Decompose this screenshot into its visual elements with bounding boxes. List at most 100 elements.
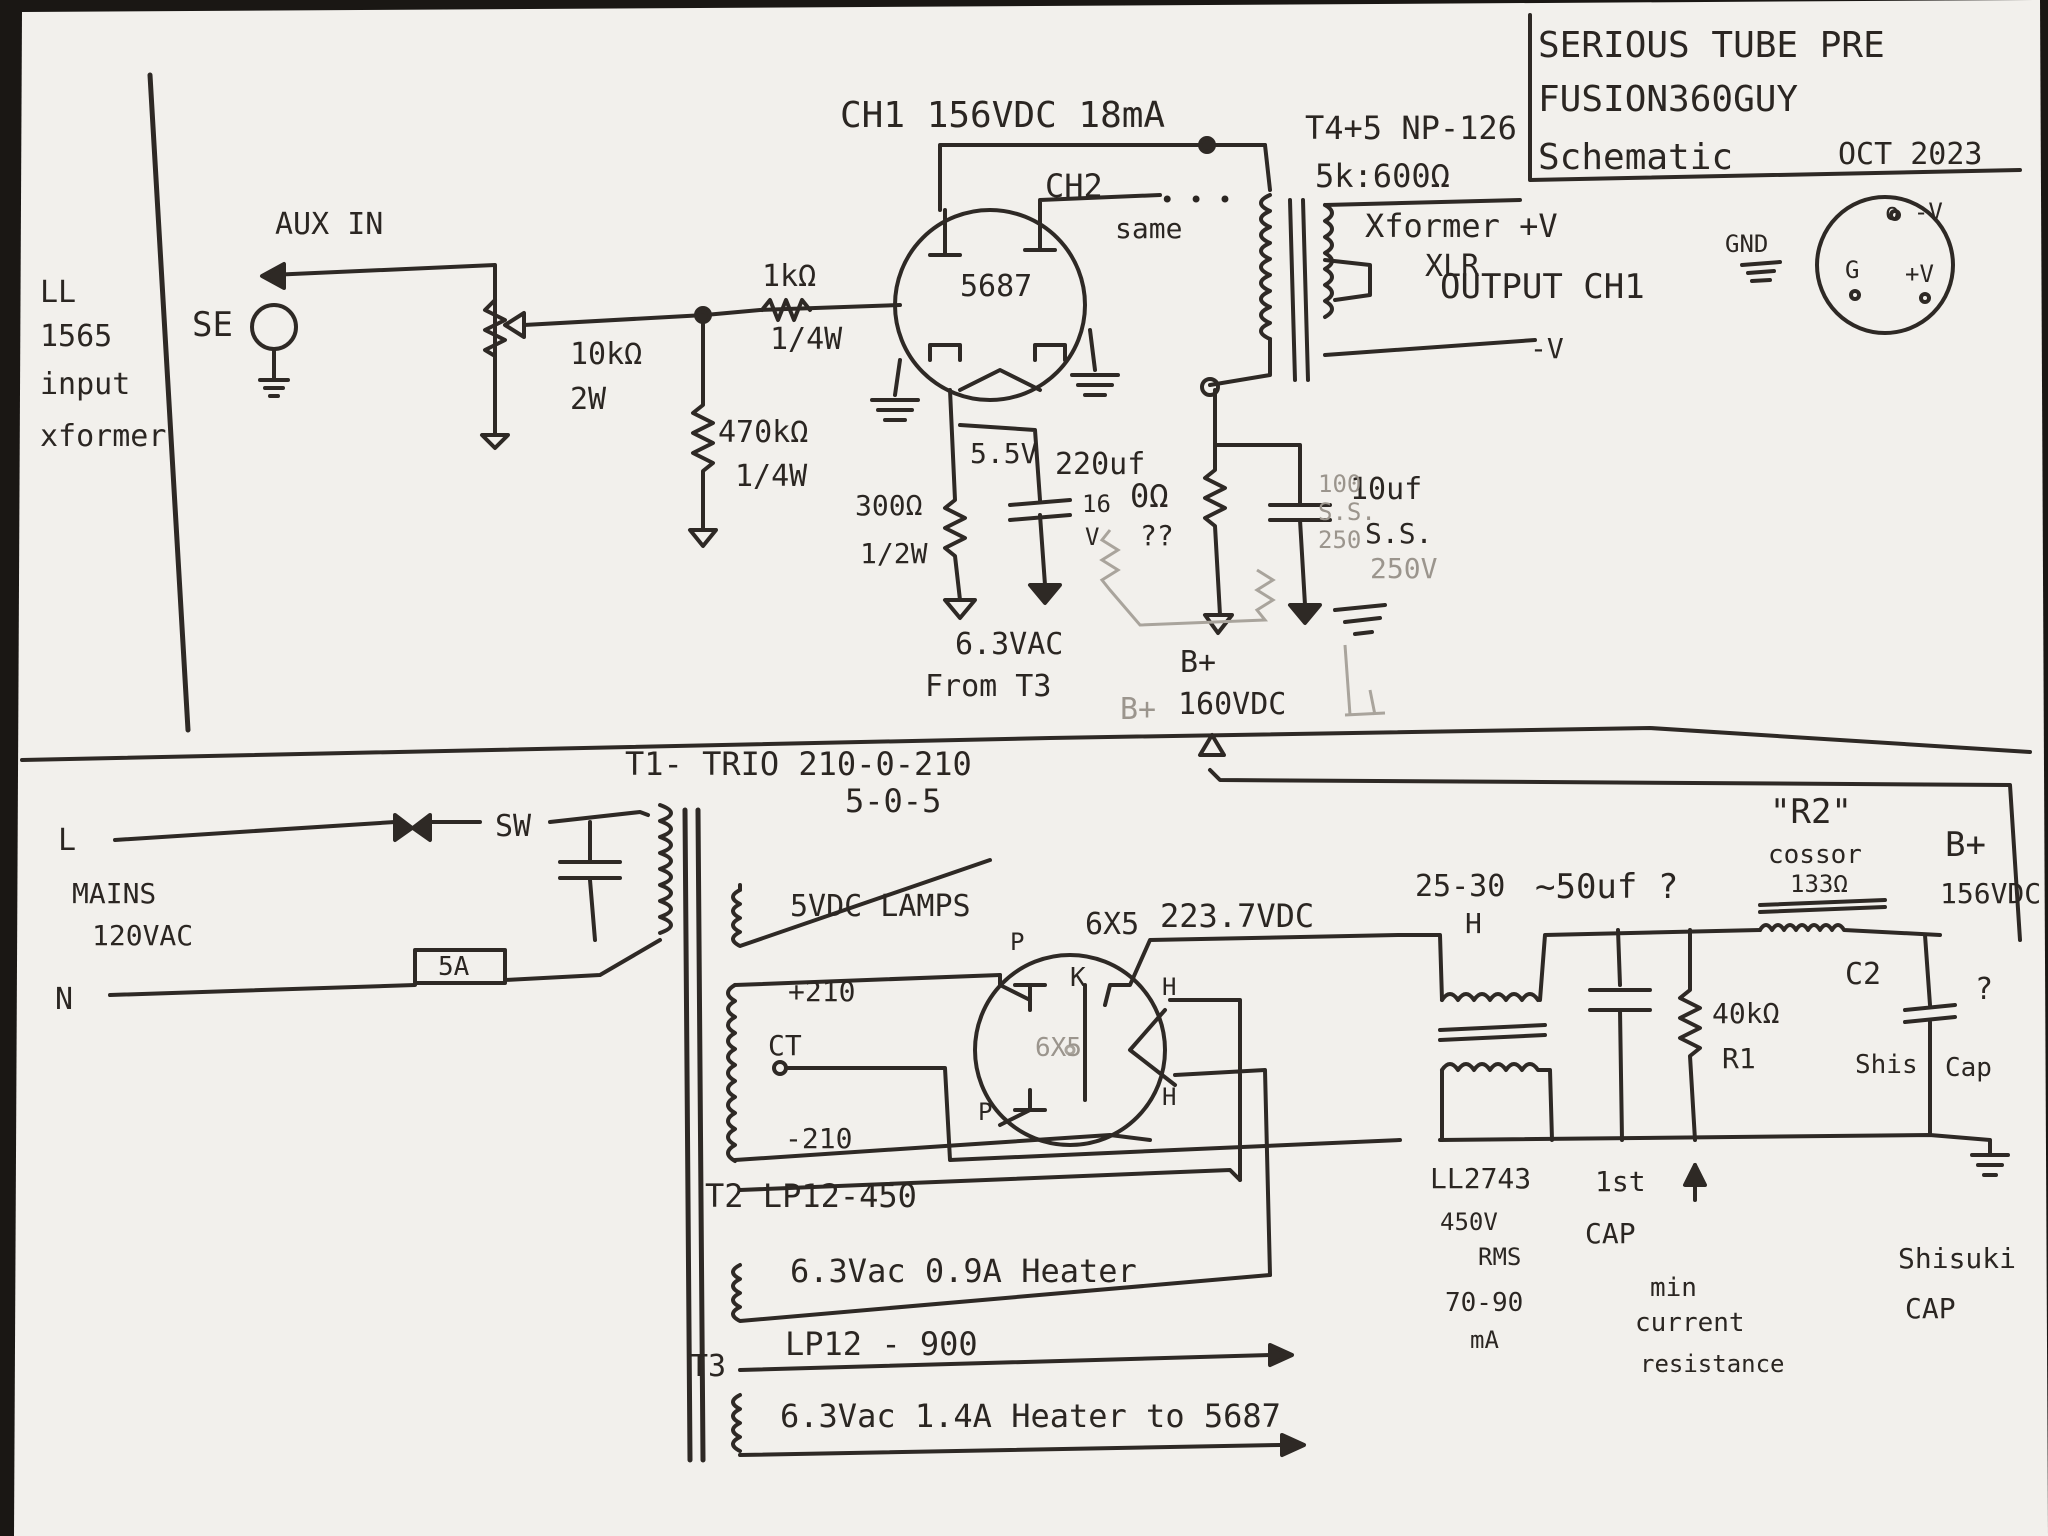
filter-cap-value: ~50uf ? bbox=[1535, 867, 1679, 907]
plate-node bbox=[1198, 136, 1216, 154]
se-jack-ground bbox=[258, 347, 290, 398]
c2-shis: Shis bbox=[1855, 1050, 1918, 1080]
c2-unknown: ? bbox=[1975, 972, 1994, 1007]
choke-h-label: H bbox=[1465, 907, 1482, 940]
input-xformer-line2: 1565 bbox=[40, 319, 113, 354]
c-cathode-voltage: 16 bbox=[1082, 490, 1111, 518]
min-current-line3: resistance bbox=[1640, 1350, 1785, 1378]
min-current-line1: min bbox=[1650, 1273, 1697, 1303]
shisuki-label: Shisuki bbox=[1898, 1242, 2017, 1275]
paper-sheet bbox=[14, 0, 2048, 1536]
ot-primary-coil bbox=[1259, 193, 1272, 341]
c-faint-value: 100 bbox=[1318, 470, 1362, 498]
ch2-wire bbox=[1038, 193, 1162, 212]
choke-core bbox=[1438, 1023, 1547, 1042]
rect-pin-h-lower: H bbox=[1162, 1083, 1177, 1111]
plate-r-ground bbox=[1203, 613, 1234, 635]
switch-symbol bbox=[393, 813, 432, 842]
xlr-label: XLR bbox=[1425, 249, 1480, 284]
ch2-same: same bbox=[1115, 212, 1183, 245]
bplus-return-wire bbox=[1208, 768, 2022, 942]
neutral-label: N bbox=[55, 982, 74, 1017]
tube-plates bbox=[928, 208, 1057, 257]
xlr-pin-right bbox=[1919, 292, 1931, 304]
plate-load-node bbox=[1200, 377, 1220, 397]
lamps-coil bbox=[731, 858, 992, 948]
rect-plate-lower bbox=[998, 1088, 1047, 1127]
ot-secondary-leads bbox=[1323, 198, 1537, 357]
ch1-header: CH1 156VDC 18mA bbox=[840, 95, 1166, 136]
cathode-voltage: 5.5V bbox=[970, 437, 1038, 470]
pot-power: 2W bbox=[570, 382, 607, 417]
r1-label: R1 bbox=[1722, 1042, 1756, 1075]
bplus-out-label: B+ bbox=[1945, 825, 1986, 865]
title-line-1: SERIOUS TUBE PRE bbox=[1538, 25, 1885, 66]
lamps-label: 5VDC LAMPS bbox=[790, 889, 971, 924]
choke-model-4: 70-90 bbox=[1445, 1288, 1524, 1318]
r1-value: 40kΩ bbox=[1712, 997, 1780, 1030]
ot-model: T4+5 NP-126 bbox=[1305, 109, 1517, 147]
pot-value: 10kΩ bbox=[570, 337, 643, 372]
xlr-pin-pos: +V bbox=[1905, 260, 1934, 288]
r2-cossor-coil bbox=[1758, 923, 1942, 937]
choke-coil-top bbox=[1440, 992, 1540, 1002]
first-cap bbox=[1588, 928, 1652, 1142]
c2-cap bbox=[1903, 933, 1957, 1137]
t3-model-label: LP12 - 900 bbox=[785, 1325, 978, 1363]
plus210-label: +210 bbox=[788, 975, 856, 1008]
c-faint-type: S.S. bbox=[1318, 498, 1376, 526]
c-cathode-value: 220uf bbox=[1055, 447, 1146, 482]
tube-heater bbox=[958, 368, 1042, 392]
first-cap-line2: CAP bbox=[1585, 1217, 1636, 1250]
rect-pin-k: K bbox=[1070, 963, 1086, 993]
r-grid-power: 1/4W bbox=[735, 459, 808, 494]
rect-plate-upper bbox=[998, 973, 1047, 1012]
choke-range-label: 25-30 bbox=[1415, 869, 1506, 904]
choke-model-1: LL2743 bbox=[1430, 1162, 1532, 1195]
line-wire bbox=[113, 820, 482, 842]
ch2-dots: • • • bbox=[1160, 186, 1233, 214]
rect-pin-h-upper: H bbox=[1162, 973, 1177, 1001]
tube-5687-label: 5687 bbox=[960, 269, 1033, 304]
rectifier-faint-label: 6X5 bbox=[1035, 1033, 1082, 1063]
t2-lead bbox=[738, 1168, 1242, 1192]
mains-label: MAINS bbox=[72, 877, 157, 910]
r1-resistor bbox=[1678, 928, 1702, 1142]
faint-center bbox=[1064, 1044, 1076, 1056]
t1-primary-coil bbox=[658, 803, 673, 935]
bplus-voltage: 160VDC bbox=[1178, 687, 1287, 722]
grid-wire bbox=[522, 303, 902, 327]
minus210-label: -210 bbox=[785, 1122, 853, 1155]
xformer-v-label: Xformer +V bbox=[1365, 207, 1558, 245]
tube-5687-envelope bbox=[893, 208, 1087, 402]
gnd-label: GND bbox=[1725, 230, 1769, 258]
t3-heater-label: 6.3Vac 1.4A Heater to 5687 bbox=[780, 1397, 1281, 1435]
ground-rail bbox=[1438, 1133, 1992, 1157]
ot-primary-top bbox=[1263, 143, 1272, 192]
fuse-box bbox=[413, 948, 507, 985]
ct-ground-wire bbox=[784, 1066, 1402, 1162]
input-xformer-line3: input bbox=[40, 367, 131, 402]
t3-leads bbox=[738, 1353, 1282, 1457]
min-current-line2: current bbox=[1635, 1308, 1745, 1338]
rectifier-label: 6X5 bbox=[1085, 907, 1140, 942]
r-grid-value: 470kΩ bbox=[718, 415, 809, 450]
r2-underline bbox=[1758, 898, 1887, 914]
tube-ground-left bbox=[870, 358, 920, 422]
fuse-label: 5A bbox=[438, 952, 470, 982]
xlr-pin-gnd: G bbox=[1845, 256, 1860, 284]
c-bypass-type: S.S. bbox=[1365, 517, 1433, 550]
t1-core bbox=[682, 807, 706, 1463]
t2-label: T2 LP12-450 bbox=[705, 1177, 917, 1215]
bplus-out-voltage: 156VDC bbox=[1940, 877, 2042, 910]
cathode-cap-lead bbox=[1038, 513, 1047, 587]
c-cathode-voltage-unit: V bbox=[1085, 523, 1100, 551]
r-cathode-power: 1/2W bbox=[860, 537, 928, 570]
r-series-power: 1/4W bbox=[770, 322, 843, 357]
pot-ground bbox=[480, 433, 510, 450]
bplus-faint: B+ bbox=[1120, 692, 1157, 727]
ch2-label: CH2 bbox=[1045, 167, 1103, 205]
faint-resistors bbox=[1099, 529, 1276, 627]
